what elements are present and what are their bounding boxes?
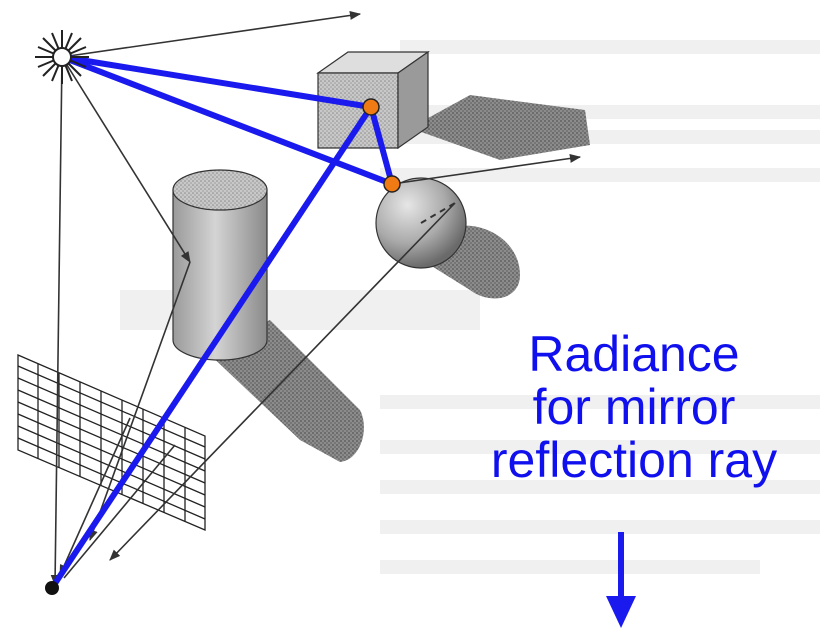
light-to-sphere-blue [59,54,395,187]
cube-hit-point [362,98,380,116]
caption-line-3: reflection ray [490,432,778,488]
eye-to-cube-ray [49,104,374,591]
cube-shadow [410,95,590,160]
plane-ray-2 [63,444,176,579]
hit-points [362,98,401,193]
caption-line-2: for mirror [532,379,736,435]
eye-point-icon [45,581,59,595]
sphere [375,177,467,269]
sphere-hit-point [383,175,401,193]
faded-background-text [120,40,820,574]
image-plane-grid [17,354,206,531]
cylinder-to-eye [89,261,191,542]
highlighted-rays [49,54,395,591]
caption: Radiance for mirror reflection ray [430,328,838,487]
caption-line-1: Radiance [528,326,740,382]
cube-to-sphere-ray [368,104,395,187]
light-to-cube-blue [59,54,374,110]
cube [316,50,430,150]
cylinder [172,169,268,361]
plane-ray-1 [59,417,131,577]
sphere-to-eye [109,202,456,561]
down-arrow-icon [606,532,636,628]
sphere-to-right [391,153,582,185]
light-to-cylinder [61,56,191,263]
light-source-icon [35,30,89,84]
light-ray-up [61,11,362,58]
light-to-eye [50,56,63,587]
